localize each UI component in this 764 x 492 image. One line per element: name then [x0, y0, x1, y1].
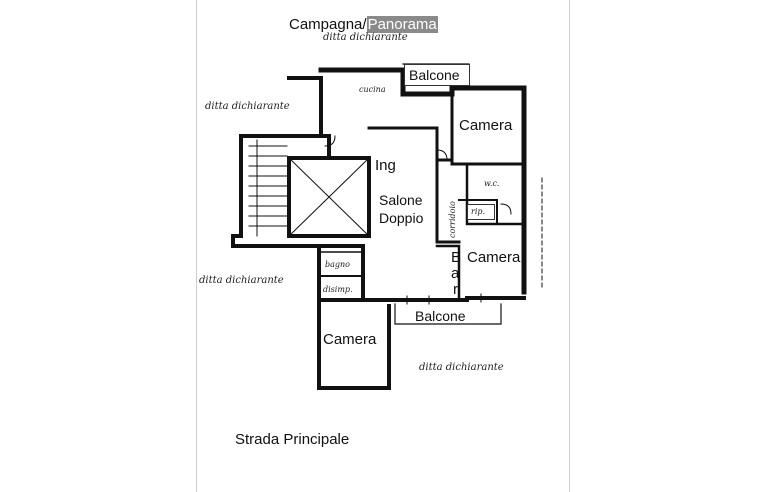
rip-box: [467, 204, 495, 220]
door-arc: [324, 135, 336, 147]
note-left-upper: ditta dichiarante: [205, 101, 290, 112]
room-ingresso: Ing: [375, 157, 396, 174]
door-arc: [500, 203, 512, 215]
wall-south-row: [317, 296, 526, 302]
wall-north-left: [287, 76, 323, 136]
room-camera-s: Camera: [323, 331, 377, 348]
room-camera-e: Camera: [467, 249, 521, 266]
wall-balcone-bottom: [394, 303, 502, 325]
wall-west-bottom: [231, 244, 365, 302]
wall-west-stair: [239, 134, 331, 158]
note-left-lower: ditta dichiarante: [199, 275, 284, 286]
room-cucina: cucina: [359, 85, 386, 94]
room-balcone-top: Balcone: [409, 67, 460, 83]
room-salone-line1: Salone: [379, 192, 423, 208]
wall-rip: [458, 199, 498, 225]
room-balcone-bottom: Balcone: [415, 308, 466, 324]
wall-camera-s: [317, 298, 391, 390]
title-part1: Campagna/: [289, 16, 367, 33]
room-bagno: bagno: [325, 260, 350, 269]
room-corridoio: corridoio: [448, 201, 457, 238]
room-bar-b: B: [451, 249, 462, 266]
room-rip: rip.: [471, 207, 486, 216]
light-well: [287, 156, 371, 238]
room-disimp: disimp.: [323, 285, 353, 294]
note-right: ditta dichiarante: [419, 362, 504, 373]
wall-camera-ne: [450, 92, 526, 166]
floor-plan-drawing: [231, 63, 543, 390]
title-part2: Panorama: [366, 16, 438, 33]
plan-title: Campagna/Panorama: [289, 16, 438, 33]
room-bar-a: a: [451, 265, 460, 282]
floor-plan-sheet: Campagna/Panorama ditta dichiarante ditt…: [196, 0, 570, 492]
note-top: ditta dichiarante: [323, 32, 408, 43]
room-salone-line2: Doppio: [379, 210, 424, 226]
wall-bar: [435, 244, 461, 302]
wall-wc: [465, 162, 526, 226]
room-bar-r: r: [453, 281, 458, 298]
room-camera-ne: Camera: [459, 117, 513, 134]
door-arc: [436, 149, 448, 161]
wall-ingresso: [367, 126, 454, 162]
room-wc: w.c.: [484, 179, 500, 188]
wall-corridoio: [435, 158, 461, 244]
balcone-top-box: [404, 64, 470, 86]
street-label: Strada Principale: [235, 431, 350, 448]
wall-west-outer: [231, 134, 243, 248]
stairs: [248, 139, 288, 237]
